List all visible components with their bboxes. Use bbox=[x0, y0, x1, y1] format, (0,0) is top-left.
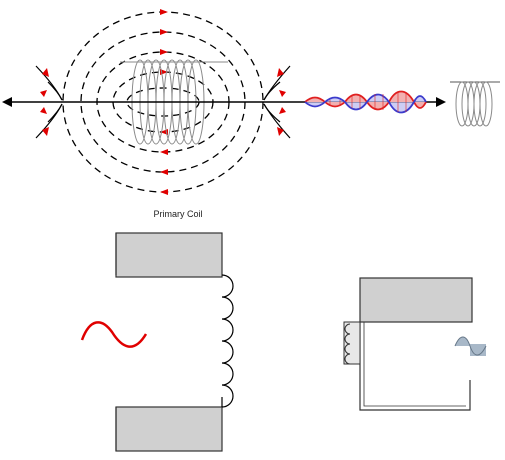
ac-source-sine bbox=[80, 321, 148, 348]
field-direction-arrows bbox=[160, 9, 168, 195]
secondary-coil-winding bbox=[344, 323, 351, 365]
upper-core-block bbox=[115, 232, 223, 278]
receiver-coil bbox=[450, 81, 500, 127]
secondary-assembly bbox=[343, 277, 487, 411]
primary-transformer bbox=[115, 232, 234, 452]
secondary-core-block bbox=[359, 277, 473, 323]
induced-sine bbox=[454, 336, 487, 356]
lower-core-block bbox=[115, 406, 223, 452]
primary-coil-winding bbox=[221, 274, 234, 408]
electromagnetic-wave bbox=[304, 90, 427, 114]
fringe-field-lines bbox=[35, 65, 291, 139]
primary-coil-label: Primary Coil bbox=[153, 209, 203, 219]
fringe-arrows bbox=[40, 68, 286, 136]
